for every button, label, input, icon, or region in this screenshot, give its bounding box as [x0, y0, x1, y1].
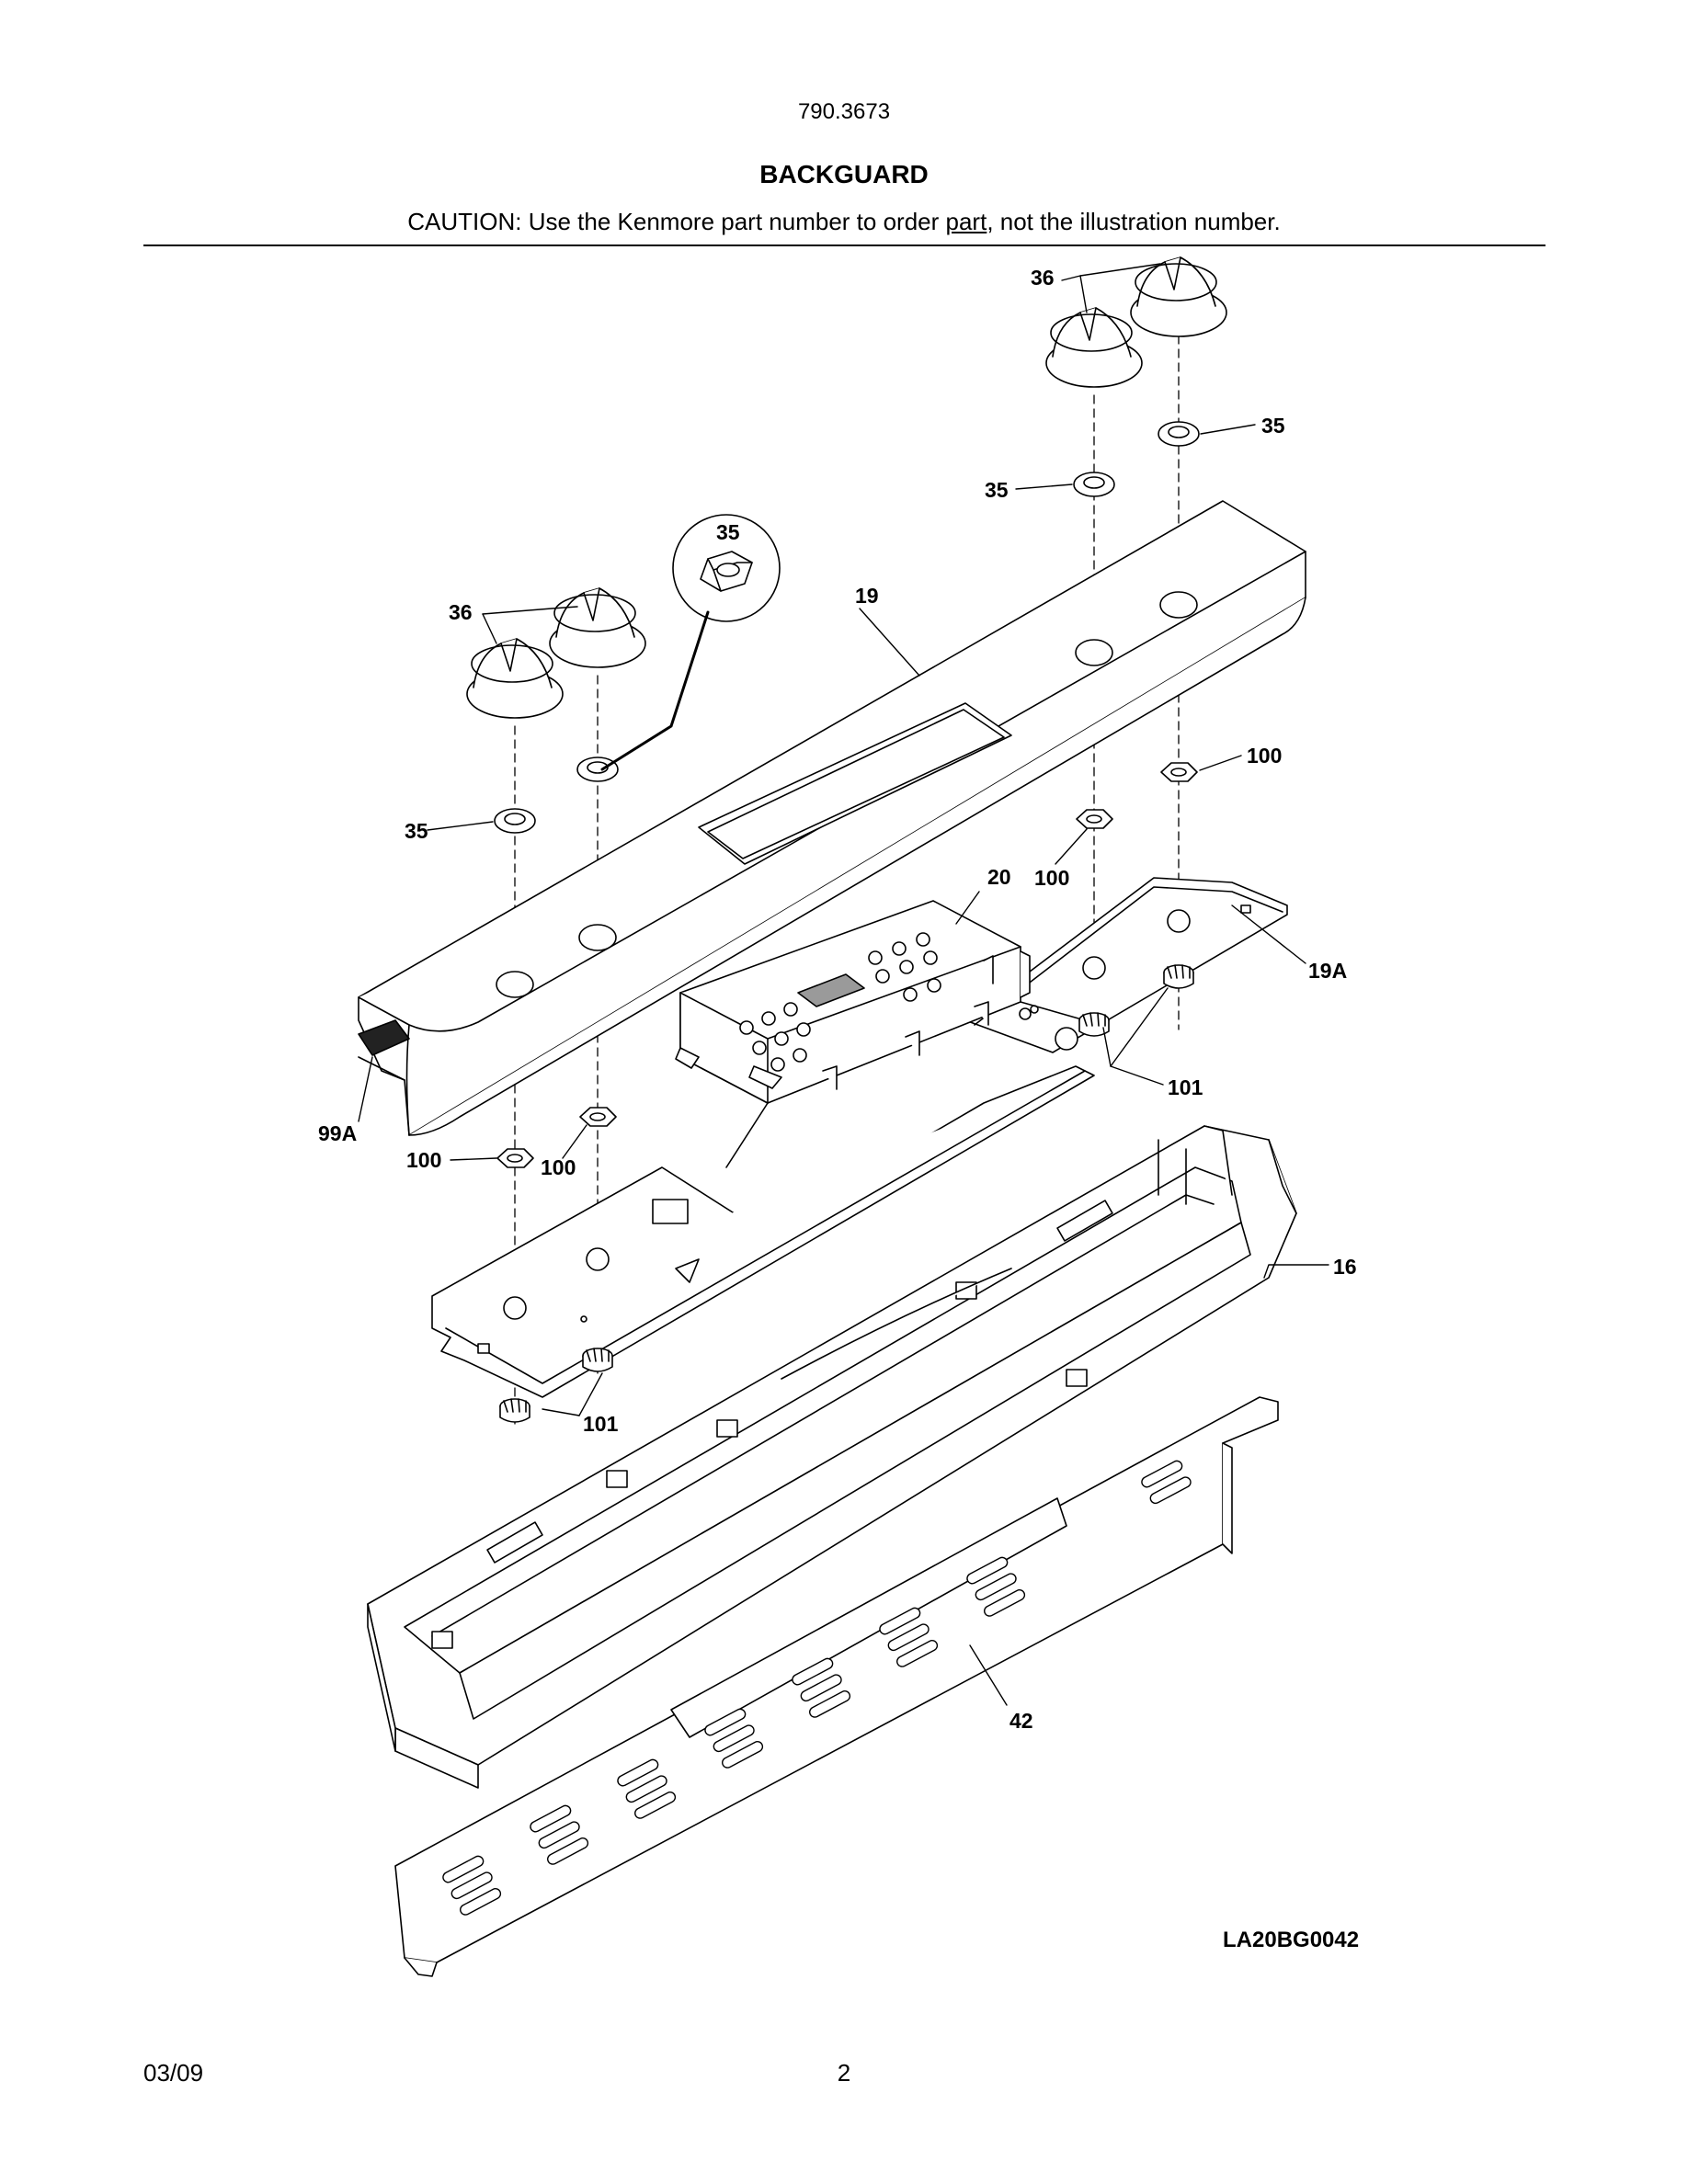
nut-left-rear — [579, 1107, 617, 1127]
callout-19A: 19A — [1308, 959, 1347, 983]
callout-42: 42 — [1009, 1709, 1033, 1733]
knob-left-front — [466, 638, 564, 719]
insulation-part-99A — [358, 1019, 410, 1056]
callout-100-center-right: 100 — [1034, 866, 1069, 890]
callout-35-left: 35 — [405, 819, 428, 843]
figure-code: LA20BG0042 — [1223, 1928, 1360, 1952]
retainer-detail-circle — [600, 514, 781, 771]
vent-trim-part-42 — [394, 1396, 1279, 1977]
knob-left-rear — [549, 587, 646, 668]
callout-16: 16 — [1333, 1255, 1357, 1279]
keypad-buttons — [739, 932, 941, 1072]
callout-101-left: 101 — [583, 1412, 619, 1436]
page-number: 2 — [837, 2059, 851, 2087]
frame-part-16 — [367, 1125, 1297, 1789]
callout-19: 19 — [855, 584, 879, 608]
callout-99A: 99A — [318, 1121, 357, 1145]
callout-36-left: 36 — [449, 600, 473, 624]
display-window — [797, 973, 865, 1007]
knob-right-front — [1045, 307, 1143, 388]
spacer-left-front — [499, 1398, 530, 1423]
spacer-right-rear — [1163, 964, 1194, 989]
backguard-panel-part-19 — [358, 500, 1306, 1136]
retainer-right-front — [1073, 472, 1115, 497]
retainer-right-rear — [1158, 421, 1200, 447]
caution-suffix: , not the illustration number. — [987, 208, 1281, 235]
leader-lines — [358, 263, 1329, 1706]
callout-20: 20 — [987, 865, 1011, 889]
header-rule — [143, 245, 1545, 246]
model-number: 790.3673 — [797, 99, 891, 124]
page-title: BACKGUARD — [759, 160, 929, 188]
callout-labels: 36 35 35 35 36 19 100 100 20 35 19A 99A … — [318, 266, 1357, 1733]
caution-prefix: CAUTION: Use the Kenmore part number to … — [407, 208, 946, 235]
callout-35-right-upper: 35 — [1261, 414, 1285, 438]
footer-date: 03/09 — [143, 2059, 204, 2087]
nut-left-front — [496, 1148, 534, 1168]
callout-100-center-left: 100 — [541, 1155, 576, 1179]
callout-35-right-lower: 35 — [985, 478, 1009, 502]
callout-36-right: 36 — [1031, 266, 1055, 290]
spacer-right-front — [1078, 1012, 1110, 1037]
retainer-left-front — [494, 808, 536, 834]
nut-right-rear — [1160, 762, 1198, 782]
retainer-left-rear — [576, 756, 619, 782]
callout-101-right: 101 — [1168, 1075, 1203, 1099]
callout-100-left: 100 — [406, 1148, 441, 1172]
electronic-control-part-20 — [675, 900, 1086, 1168]
caution-note: CAUTION: Use the Kenmore part number to … — [0, 208, 1688, 236]
spacer-left-rear — [582, 1348, 613, 1372]
knob-right-rear — [1130, 256, 1227, 337]
vent-slots — [442, 1460, 1192, 1916]
callout-100-right: 100 — [1247, 744, 1282, 768]
callout-35-detail: 35 — [716, 520, 740, 544]
caution-underlined-word: part — [945, 208, 987, 235]
nut-right-front — [1076, 809, 1113, 829]
bracket-lower-left — [431, 1065, 1095, 1398]
